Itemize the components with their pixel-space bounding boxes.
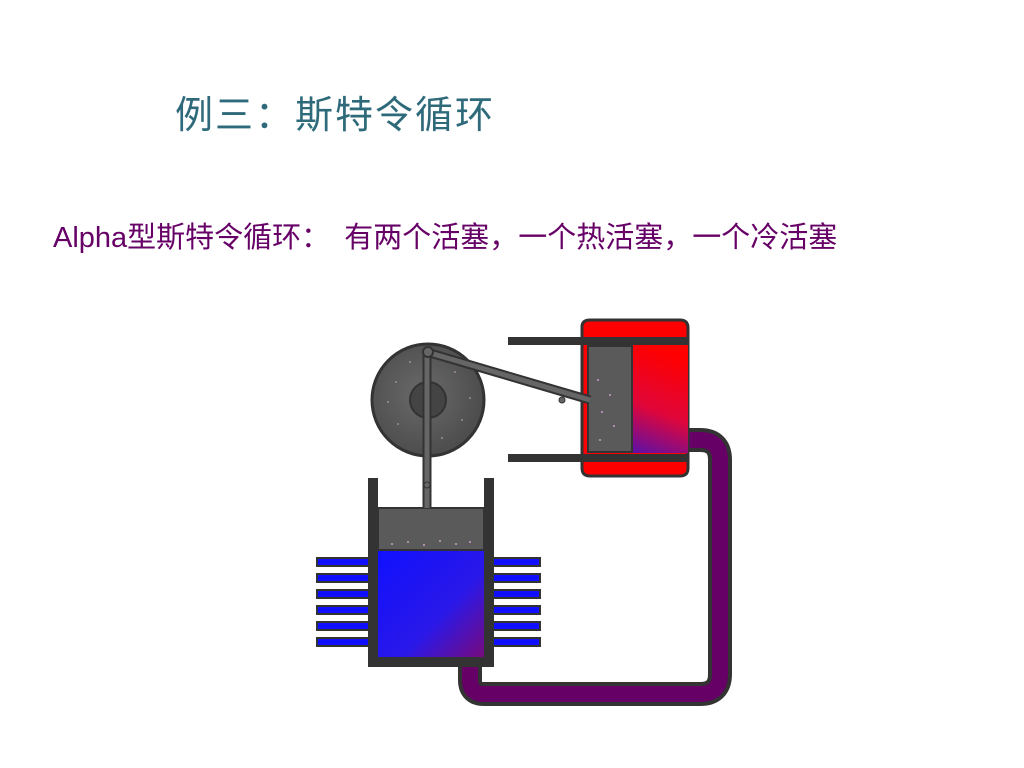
slide-title: 例三：斯特令循环: [175, 93, 496, 137]
cold-piston: [377, 507, 485, 551]
cooling-fins-right: [485, 557, 541, 647]
hot-piston: [587, 345, 633, 453]
subtitle-alpha: Alpha: [53, 222, 128, 254]
crank-pin: [422, 346, 434, 358]
cold-piston-dots: [391, 540, 471, 546]
cold-cylinder: [368, 478, 494, 667]
connecting-rods: [422, 346, 592, 508]
cooling-fins-left: [316, 557, 374, 647]
hot-gas: [632, 343, 688, 453]
hot-piston-dots: [597, 379, 615, 441]
slide-subtitle: Alpha型斯特令循环： 有两个活塞，一个热活塞，一个冷活塞: [53, 214, 837, 256]
subtitle-type-label: 型斯特令循环：: [127, 220, 331, 254]
hot-cylinder: [508, 318, 690, 478]
connecting-tube: [458, 428, 732, 706]
subtitle-description: 有两个活塞，一个热活塞，一个冷活塞: [344, 220, 838, 254]
